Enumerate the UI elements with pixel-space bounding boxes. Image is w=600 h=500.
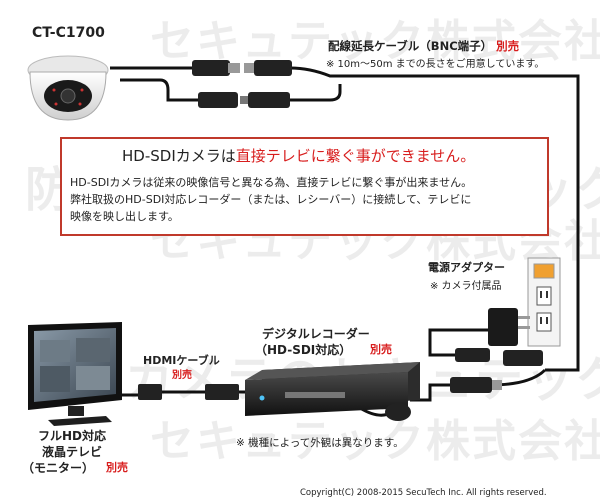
- extension-cable-top: [289, 66, 580, 372]
- recorder-label-2: （HD-SDI対応）: [255, 343, 352, 357]
- dc-connector-left: [198, 92, 238, 108]
- notice-headline: HD-SDIカメラは直接テレビに繋ぐ事ができません。: [122, 149, 475, 164]
- monitor-tag: 別売: [106, 461, 128, 474]
- notice-headline-prefix: HD-SDIカメラは: [122, 147, 236, 165]
- hdmi-tag: 別売: [172, 370, 192, 381]
- notice-body-line-2: 弊社取扱のHD-SDI対応レコーダー（または、レシーバー）に接続して、テレビに: [70, 193, 472, 206]
- lower-bnc-connector: [450, 377, 502, 393]
- cables: [110, 66, 580, 417]
- power-cable-lower: [290, 84, 342, 102]
- cable-tag: 別売: [496, 39, 520, 53]
- notice-box: [60, 137, 549, 236]
- watermark-line-1: セキュテック株式会社: [150, 16, 600, 67]
- lower-dc-connector: [455, 348, 490, 362]
- copyright: Copyright(C) 2008-2015 SecuTech Inc. All…: [300, 488, 547, 498]
- recorder-tag: 別売: [370, 343, 392, 356]
- cable-title-text: 配線延長ケーブル（BNC端子）: [328, 39, 493, 53]
- adapter-cable: [428, 328, 490, 357]
- right-connector: [503, 350, 543, 366]
- cable-title: 配線延長ケーブル（BNC端子） 別売: [328, 39, 520, 53]
- camera-power-cable: [120, 78, 198, 102]
- monitor: [28, 322, 122, 426]
- wall-outlet: [527, 257, 561, 347]
- power-adapter: [488, 308, 530, 346]
- hdmi-connector-right: [205, 384, 239, 400]
- hdmi-connector-left: [138, 384, 162, 400]
- appearance-note: ※ 機種によって外観は異なります。: [236, 437, 404, 449]
- notice-body-line-1: HD-SDIカメラは従来の映像信号と異なる為、直接テレビに繋ぐ事が出来ません。: [70, 176, 473, 189]
- dc-connector-right: [240, 92, 290, 108]
- hdmi-label: HDMIケーブル: [143, 354, 220, 367]
- camera-model-label: CT-C1700: [32, 25, 105, 41]
- notice-body-line-3: 映像を映し出します。: [70, 210, 179, 223]
- adapter-title: 電源アダプター: [428, 261, 505, 274]
- dome-camera: [27, 55, 109, 121]
- notice-headline-emphasis: 直接テレビに繋ぐ事ができません。: [235, 147, 476, 165]
- dvr-recorder: [245, 362, 420, 416]
- adapter-note: ※ カメラ付属品: [430, 281, 502, 292]
- bnc-connector-left: [192, 60, 240, 76]
- monitor-label-3: （モニター）: [22, 461, 95, 475]
- mouse: [385, 403, 411, 421]
- watermark-line-5: セキュテック株式会社: [150, 416, 600, 467]
- monitor-label-1: フルHD対応: [38, 429, 107, 443]
- recorder-label-1: デジタルレコーダー: [262, 327, 370, 341]
- cable-note: ※ 10m～50m までの長さをご用意しています。: [326, 59, 545, 70]
- bnc-connector-right: [244, 60, 292, 76]
- monitor-label-2: 液晶テレビ: [42, 445, 103, 459]
